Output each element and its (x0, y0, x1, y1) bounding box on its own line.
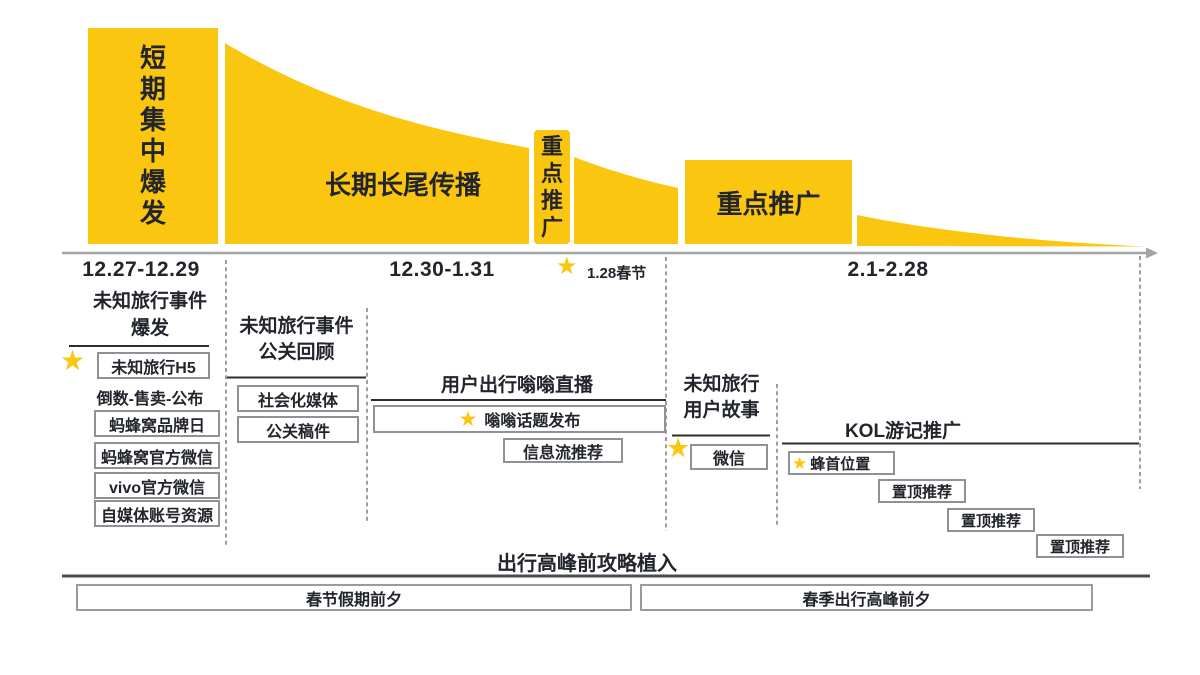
section-title-stories: 未知旅行 用户故事 (683, 374, 760, 421)
channel-box-feng-home: ★ 蜂首位置 (788, 451, 895, 475)
channel-box: 置顶推荐 (878, 479, 966, 503)
channel-box-weixin: 微信 (690, 444, 768, 470)
focus-tab: 重点推广 (534, 130, 570, 244)
star-icon: ★ (556, 253, 578, 280)
section-underlines (69, 345, 1139, 445)
burst-event-subtitle: 倒数-售卖-公布 (96, 391, 204, 408)
feng-home-label: 蜂首位置 (810, 455, 871, 473)
timeline-period-2: 12.30-1.31 (389, 258, 495, 281)
channel-box: 社会化媒体 (237, 385, 359, 412)
focus-block: 重点推广 (685, 160, 852, 244)
channel-box: 蚂蜂窝品牌日 (94, 410, 220, 437)
phase-box-travel-peak-eve: 春季出行高峰前夕 (640, 584, 1093, 611)
star-icon: ★ (666, 433, 691, 463)
channel-box: 置顶推荐 (1036, 534, 1124, 558)
decay-curve-tail (857, 215, 1147, 247)
section-title-live: 用户出行嗡嗡直播 (440, 375, 593, 396)
bottom-note: 出行高峰前攻略植入 (497, 553, 677, 575)
buzz-topic-label: 嗡嗡话题发布 (484, 413, 581, 430)
channel-box: 置顶推荐 (947, 508, 1035, 532)
channel-box: 蚂蜂窝官方微信 (94, 442, 220, 469)
star-icon: ★ (60, 345, 86, 376)
burst-block: 短期集中爆发 (88, 28, 218, 244)
timeline-period-3: 2.1-2.28 (847, 258, 929, 281)
phase-box-spring-festival-eve: 春节假期前夕 (76, 584, 632, 611)
timeline-period-1: 12.27-12.29 (82, 258, 200, 281)
festival-label: 1.28春节 (587, 265, 647, 282)
section-title-pr-review: 未知旅行事件 公关回顾 (239, 316, 354, 363)
phase-dividers (225, 256, 1141, 547)
channel-box: 信息流推荐 (503, 438, 623, 463)
axis-arrow-icon (1146, 247, 1158, 259)
focus-tab-label: 重点推广 (540, 134, 563, 240)
channel-box-h5: 未知旅行H5 (97, 352, 210, 379)
section-title-burst-event: 未知旅行事件 爆发 (92, 291, 207, 339)
longtail-label: 长期长尾传播 (324, 170, 481, 200)
channel-box: 自媒体账号资源 (94, 500, 220, 527)
decay-curve-segment-1 (225, 43, 529, 244)
channel-box-buzz-topic: ★ 嗡嗡话题发布 (373, 405, 666, 433)
channel-box: 公关稿件 (237, 416, 359, 443)
channel-box: vivo官方微信 (94, 472, 220, 499)
section-title-kol: KOL游记推广 (844, 421, 962, 442)
star-icon: ★ (458, 407, 478, 431)
star-icon: ★ (792, 453, 808, 473)
burst-block-label: 短期集中爆发 (139, 43, 166, 228)
decay-curve-segment-2 (574, 157, 678, 244)
